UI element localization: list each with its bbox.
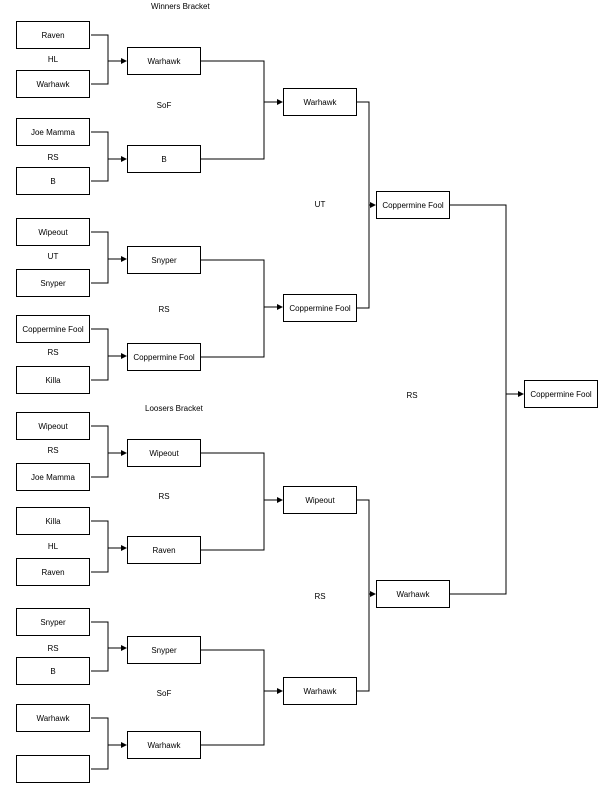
losers-r1-game-label: RS — [47, 446, 59, 455]
losers-r1-slot-empty — [16, 755, 90, 783]
losers-r1-game-label: HL — [47, 542, 59, 551]
losers-r2-slot: Raven — [127, 536, 201, 564]
winners-r1-game-label: RS — [47, 348, 59, 357]
winners-final-slot: Coppermine Fool — [376, 191, 450, 219]
losers-r1-slot: Joe Mamma — [16, 463, 90, 491]
winners-r2-slot: B — [127, 145, 201, 173]
losers-r3-slot: Wipeout — [283, 486, 357, 514]
grand-final-game-label: RS — [406, 391, 418, 400]
winners-r3-slot: Warhawk — [283, 88, 357, 116]
losers-r2-slot: Snyper — [127, 636, 201, 664]
winners-r1-slot: Joe Mamma — [16, 118, 90, 146]
winners-r1-slot: Coppermine Fool — [16, 315, 90, 343]
losers-r3-game-label: RS — [314, 592, 326, 601]
losers-bracket-title: Loosers Bracket — [145, 404, 203, 413]
winners-r1-slot: Raven — [16, 21, 90, 49]
losers-final-slot: Warhawk — [376, 580, 450, 608]
winners-r2-game-label: RS — [158, 305, 170, 314]
winners-r1-game-label: RS — [47, 153, 59, 162]
winners-r1-slot: B — [16, 167, 90, 195]
losers-r1-slot: Wipeout — [16, 412, 90, 440]
losers-r2-slot: Wipeout — [127, 439, 201, 467]
winners-r3-game-label: UT — [314, 200, 326, 209]
losers-r1-slot: Raven — [16, 558, 90, 586]
winners-r2-slot: Coppermine Fool — [127, 343, 201, 371]
losers-r2-game-label: RS — [158, 492, 170, 501]
losers-r1-game-label: RS — [47, 644, 59, 653]
losers-r2-slot: Warhawk — [127, 731, 201, 759]
winners-r1-slot: Snyper — [16, 269, 90, 297]
winners-r2-game-label: SoF — [156, 101, 172, 110]
winners-r3-slot: Coppermine Fool — [283, 294, 357, 322]
losers-r2-game-label: SoF — [156, 689, 172, 698]
winners-r2-slot: Warhawk — [127, 47, 201, 75]
losers-r1-slot: Warhawk — [16, 704, 90, 732]
losers-r3-slot: Warhawk — [283, 677, 357, 705]
champion-slot: Coppermine Fool — [524, 380, 598, 408]
winners-r1-game-label: UT — [47, 252, 59, 261]
winners-r1-game-label: HL — [47, 55, 59, 64]
winners-r1-slot: Killa — [16, 366, 90, 394]
winners-r1-slot: Wipeout — [16, 218, 90, 246]
losers-r1-slot: B — [16, 657, 90, 685]
winners-r2-slot: Snyper — [127, 246, 201, 274]
losers-r1-slot: Snyper — [16, 608, 90, 636]
losers-r1-slot: Killa — [16, 507, 90, 535]
winners-r1-slot: Warhawk — [16, 70, 90, 98]
winners-bracket-title: Winners Bracket — [151, 2, 210, 11]
